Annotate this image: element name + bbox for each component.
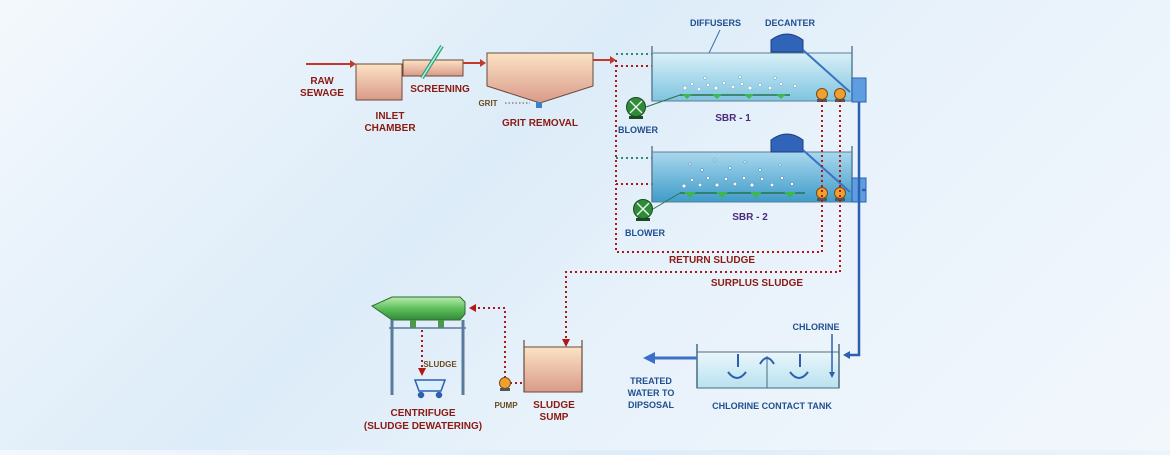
- blower-1: [626, 94, 681, 119]
- sbr1-decanter: [770, 33, 804, 53]
- sludge-sump-label-2: SUMP: [540, 412, 569, 423]
- grit-removal-tank: [486, 52, 594, 104]
- sludge-lines: [421, 100, 841, 383]
- blower-2: [633, 192, 681, 221]
- chlorine-label: CHLORINE: [793, 322, 840, 332]
- centrifuge-unit: [370, 296, 466, 395]
- sbr1-diffusers: [682, 94, 786, 99]
- sbr2-bubbles: [681, 158, 794, 189]
- raw-sewage-label-2: SEWAGE: [300, 88, 344, 99]
- sbr1-bubbles: [682, 75, 797, 92]
- sludge-pump: [499, 377, 524, 391]
- inlet-chamber-tank: [355, 63, 403, 101]
- sbr2-pumps: [816, 187, 846, 201]
- blower-1-label: BLOWER: [618, 125, 658, 135]
- inlet-chamber-label-1: INLET: [376, 111, 405, 122]
- surplus-sludge-label: SURPLUS SLUDGE: [711, 278, 804, 289]
- chlorine-contact-tank-label: CHLORINE CONTACT TANK: [712, 401, 832, 411]
- inlet-chamber-label-2: CHAMBER: [364, 123, 416, 134]
- treated-water-pipe: [850, 102, 866, 357]
- treated-label-3: DIPSOSAL: [628, 400, 675, 410]
- grit-outlet: [536, 102, 542, 108]
- treated-pipe-arrowhead: [843, 351, 850, 359]
- treated-label-2: WATER TO: [628, 388, 675, 398]
- sbr2-label: SBR - 2: [732, 212, 768, 223]
- centrifuge-label-1: CENTRIFUGE: [391, 408, 456, 419]
- sbr1-decanter-arm: [802, 49, 851, 93]
- sludge-trolley: [413, 379, 447, 399]
- surplus-arrowhead: [562, 339, 570, 347]
- decanter-label: DECANTER: [765, 18, 816, 28]
- centrifuge-label-2: (SLUDGE DEWATERING): [364, 421, 482, 432]
- return-sludge-label: RETURN SLUDGE: [669, 255, 755, 266]
- sbr2-decanter: [770, 133, 804, 153]
- sbr1-outlet-box: [851, 77, 867, 103]
- chlorine-arrowhead: [829, 372, 835, 378]
- grit-to-sbr-arrowhead: [610, 56, 616, 64]
- sludge-drop-arrowhead: [418, 368, 426, 376]
- cct-flow-arrows: [727, 354, 809, 379]
- raw-sewage-label-1: RAW: [310, 76, 334, 87]
- treated-outflow-arrowhead: [643, 352, 655, 364]
- centrifuge-feed-arrowhead: [469, 304, 476, 312]
- screening-label: SCREENING: [410, 84, 470, 95]
- screen-bar-highlight: [421, 45, 443, 79]
- screening-to-grit-arrowhead: [480, 59, 486, 67]
- sludge-sump-label-1: SLUDGE: [533, 400, 575, 411]
- sbr1-label: SBR - 1: [715, 113, 751, 124]
- sbr2-diffusers: [684, 192, 796, 198]
- sludge-label: SLUDGE: [423, 360, 457, 369]
- treated-label-1: TREATED: [630, 376, 672, 386]
- sbr2-decanter-arm: [802, 149, 851, 193]
- diffusers-label: DIFFUSERS: [690, 18, 741, 28]
- grit-label: GRIT: [478, 99, 497, 108]
- sludge-sump-tank: [523, 346, 583, 393]
- pump-label: PUMP: [494, 401, 518, 410]
- feed-distribution-lines: [615, 53, 652, 185]
- grit-removal-label: GRIT REMOVAL: [502, 118, 578, 129]
- raw-sewage-arrowhead: [350, 60, 356, 68]
- blower-2-label: BLOWER: [625, 228, 665, 238]
